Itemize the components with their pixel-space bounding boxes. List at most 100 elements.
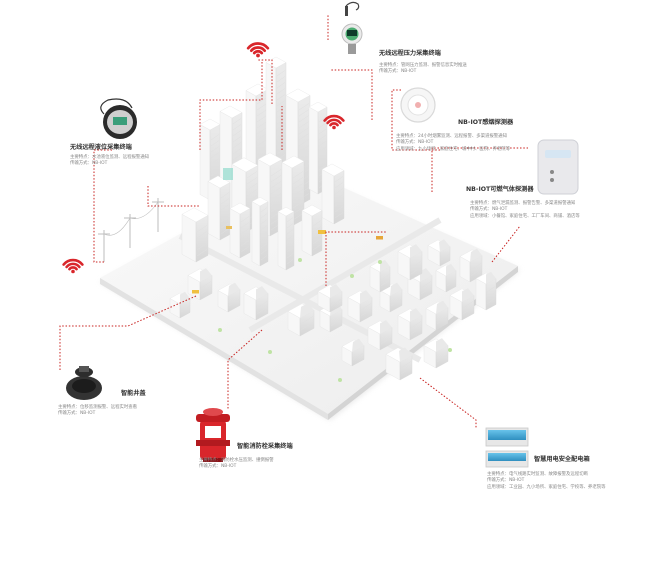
- vehicles: [192, 226, 383, 294]
- signal-group: [62, 42, 345, 274]
- device-title: 智能井盖: [121, 390, 146, 397]
- residential-houses: [169, 239, 497, 382]
- device-desc-line: 传输方式：NB-IOT: [487, 478, 525, 484]
- label-pressure-terminal: 无线远程压力采集终端 主要特点：管网压力监测、报警信息实时推送 传输方式：NB-…: [379, 50, 467, 76]
- house: [341, 338, 365, 367]
- tree: [298, 258, 302, 262]
- desc-electrical-box: 主要特点：电气线路实时监测、故障报警及远程切断 传输方式：NB-IOT 应用领域…: [487, 472, 606, 491]
- house: [367, 320, 393, 351]
- fire-hydrant-icon: [196, 408, 230, 462]
- desc-gas-detector: 主要特点：燃气泄漏监测、报警告警、多渠道报警通知 传输方式：NB-IOT 应用领…: [470, 201, 580, 220]
- tower-building: [229, 202, 251, 259]
- device-title: 智慧用电安全配电箱: [534, 456, 590, 463]
- device-desc-line: 主要特点：消防栓水压监测、撞倒报警: [199, 458, 274, 463]
- tree: [378, 260, 382, 264]
- label-smoke-detector: NB-IOT感烟探测器: [458, 119, 513, 127]
- device-desc-line: 应用领域：小餐馆、家庭住宅、工厂车间、商铺、酒店等: [470, 213, 580, 219]
- connector-line: [325, 231, 386, 286]
- tree: [268, 350, 272, 354]
- tower-building: [277, 206, 295, 271]
- tower-building: [251, 196, 269, 267]
- device-title: 无线远程液位采集终端: [70, 144, 132, 151]
- tower-building: [321, 163, 345, 225]
- house: [397, 244, 423, 281]
- tower-building: [181, 207, 209, 263]
- tower-building: [301, 204, 323, 257]
- device-title: NB-IOT感烟探测器: [458, 119, 514, 126]
- tree: [350, 274, 354, 278]
- house: [287, 303, 315, 337]
- connector-line: [93, 149, 112, 263]
- house: [427, 239, 451, 267]
- house: [475, 271, 497, 311]
- connector-line: [59, 295, 197, 370]
- device-desc-line: 主要特点：管网压力监测、报警信息实时推送: [379, 63, 467, 68]
- downtown-towers: [181, 56, 345, 271]
- pressure-sensor-icon: [341, 1, 363, 54]
- device-desc-line: 主要特点：位移监测报警、远程实时查看: [58, 405, 138, 410]
- device-desc-line: 主要特点：电气线路实时监测、故障报警及远程切断: [487, 472, 588, 477]
- manhole-cover-icon: [66, 366, 102, 400]
- house: [459, 248, 483, 283]
- gas-detector-icon: [537, 139, 579, 195]
- device-desc-line: 传输方式：NB-IOT: [58, 411, 96, 417]
- connector-line: [199, 60, 263, 150]
- house: [435, 263, 457, 293]
- device-desc-line: 传输方式：NB-IOT: [396, 140, 434, 146]
- house: [397, 308, 423, 341]
- tower-building: [207, 175, 231, 241]
- house: [423, 338, 449, 369]
- label-gas-detector: NB-IOT可燃气体探测器: [466, 186, 534, 194]
- house: [347, 290, 373, 323]
- device-desc-line: 主要特点：24小时烟雾监测、远程报警、多渠道报警通知: [396, 134, 507, 139]
- label-level-terminal: 无线远程液位采集终端 主要特点：水池液位监测、远程报警通知 传输方式：NB-IO…: [70, 144, 149, 168]
- wifi-signal-icon: [246, 42, 270, 58]
- device-desc-line: 应用领域：工业园、九小场所、家庭住宅、学校等、养老院等: [487, 484, 606, 490]
- house: [169, 291, 191, 319]
- electrical-box-icon: [485, 427, 529, 468]
- house: [449, 288, 475, 321]
- house: [243, 286, 269, 321]
- house: [369, 259, 391, 293]
- label-smart-manhole: 智能井盖: [121, 390, 146, 398]
- device-desc-line: 传输方式：NB-IOT: [199, 464, 237, 470]
- connector-line: [330, 69, 373, 120]
- device-desc-line: 传输方式：NB-IOT: [470, 207, 508, 213]
- house: [317, 284, 343, 313]
- device-desc-line: 传输方式：NB-IOT: [379, 69, 417, 75]
- device-title: 无线远程压力采集终端: [379, 50, 441, 57]
- rooftop-accent: [223, 168, 233, 180]
- connector-lines: [59, 14, 528, 428]
- house: [187, 268, 213, 301]
- desc-smart-manhole: 主要特点：位移监测报警、远程实时查看 传输方式：NB-IOT: [58, 405, 137, 418]
- connector-line: [431, 147, 528, 192]
- tree: [448, 348, 452, 352]
- connector-line: [419, 377, 477, 428]
- level-sensor-icon: [100, 98, 137, 139]
- house: [217, 282, 241, 313]
- device-desc-line: 主要特点：水池液位监测、远程报警通知: [70, 155, 150, 160]
- smoke-detector-icon: [400, 87, 436, 123]
- device-title: NB-IOT可燃气体探测器: [466, 186, 534, 193]
- wifi-signal-icon: [62, 258, 84, 274]
- wifi-signal-icon: [323, 114, 345, 130]
- label-electrical-box: 智慧用电安全配电箱: [534, 456, 590, 464]
- connector-line: [147, 186, 200, 207]
- connector-line: [258, 59, 273, 104]
- connector-line: [491, 225, 521, 263]
- device-desc-line: 主要特点：燃气泄漏监测、报警告警、多渠道报警通知: [470, 201, 576, 206]
- label-hydrant-terminal: 智能消防栓采集终端: [237, 443, 293, 451]
- desc-smoke-detector: 主要特点：24小时烟雾监测、远程报警、多渠道报警通知 传输方式：NB-IOT 应…: [396, 134, 510, 153]
- desc-hydrant-terminal: 主要特点：消防栓水压监测、撞倒报警 传输方式：NB-IOT: [199, 458, 274, 471]
- power-poles: [98, 198, 164, 262]
- tree: [218, 328, 222, 332]
- house: [425, 300, 449, 331]
- connector-line: [391, 89, 440, 151]
- device-desc-line: 传输方式：NB-IOT: [70, 161, 108, 167]
- house: [319, 302, 343, 333]
- house: [385, 347, 413, 381]
- device-title: 智能消防栓采集终端: [237, 443, 293, 450]
- tree: [338, 378, 342, 382]
